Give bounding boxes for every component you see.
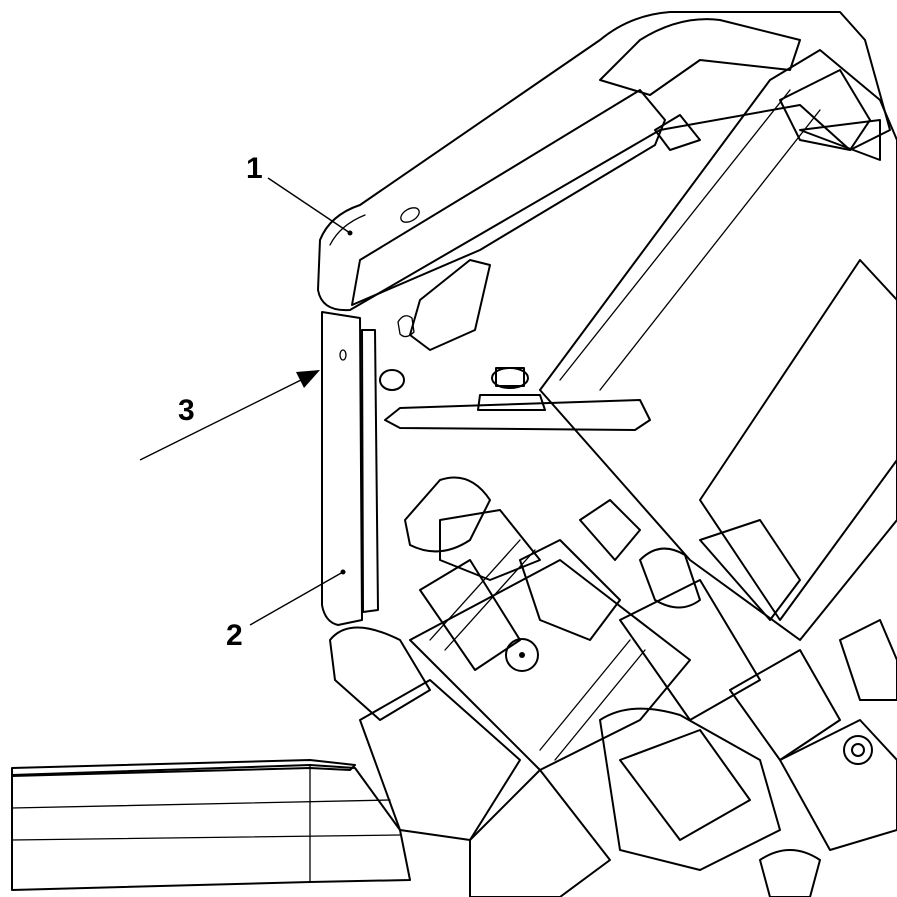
inner-bracket <box>379 259 651 431</box>
right-housing <box>539 49 897 641</box>
callout-3-label: 3 <box>178 394 195 427</box>
arrow-head-icon <box>296 370 320 388</box>
central-mechanism <box>404 476 897 897</box>
part-1-upper-housing <box>317 11 891 312</box>
callout-2: 2 <box>226 571 344 652</box>
callout-3: 3 <box>139 370 320 461</box>
bottom-tube <box>11 626 611 897</box>
callout-1: 1 <box>246 152 351 234</box>
callout-2-label: 2 <box>226 619 243 652</box>
part-2-side-plate <box>321 311 379 626</box>
callout-1-label: 1 <box>246 152 263 185</box>
